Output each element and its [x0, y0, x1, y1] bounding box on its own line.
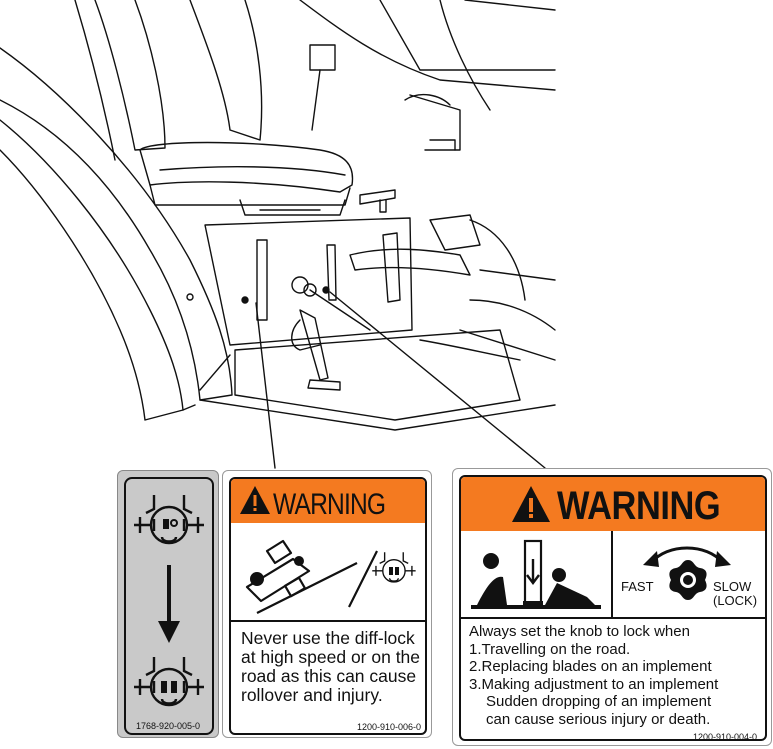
tractor-rollover-icon: [245, 539, 416, 614]
diff-lock-icon: [134, 495, 204, 545]
diff-lock-label-panel: [124, 477, 214, 735]
fast-text: FAST: [621, 579, 654, 594]
divider: [461, 617, 765, 619]
message-line: 1.Travelling on the road.: [469, 640, 631, 658]
message-line: 3.Making adjustment to an implement: [469, 675, 719, 693]
warning-heading: WARNING: [557, 484, 721, 528]
part-number: 1200-910-004-0: [692, 732, 757, 742]
divider: [611, 531, 613, 617]
part-number: 1768-920-005-0: [135, 721, 201, 731]
down-arrow-icon: [158, 565, 180, 643]
message-line: 2.Replacing blades on an implement: [469, 658, 712, 675]
divider: [231, 620, 425, 622]
warning-triangle-icon: [240, 486, 270, 514]
warning-banner: WARNING: [231, 479, 425, 523]
warning-label-panel: WARNING Never use the diff-loc: [229, 477, 427, 735]
slow-text: SLOW: [713, 579, 752, 594]
message-line: Always set the knob to lock when: [469, 623, 690, 640]
rotation-arrow-icon: [643, 546, 731, 567]
message-line: can cause serious injury or death.: [486, 710, 711, 728]
part-number: 1200-910-006-0: [356, 722, 421, 732]
warning-triangle-icon: [512, 486, 550, 522]
seat-knob-warning-message: Always set the knob to lock when 1.Trave…: [469, 623, 765, 728]
diff-lock-label: 1768-920-005-0: [117, 470, 219, 738]
crush-hazard-icon: [471, 539, 601, 609]
seat-knob-warning-label: WARNING FAST SLOW (LOCK) Always se: [452, 468, 772, 746]
lock-text: (LOCK): [713, 593, 758, 608]
message-line: Sudden dropping of an implement: [486, 693, 712, 710]
diff-lock-warning-message: Never use the diff-lock at high speed or…: [241, 628, 421, 705]
diff-lock-engaged-icon: [134, 657, 204, 707]
knob-icon: [669, 560, 707, 600]
warning-banner: WARNING: [461, 477, 765, 531]
warning-label-panel: WARNING FAST SLOW (LOCK) Always se: [459, 475, 767, 741]
warning-heading: WARNING: [273, 488, 386, 521]
seat-area-line-drawing: [0, 0, 556, 469]
diff-lock-warning-label: WARNING Never use the diff-loc: [222, 470, 432, 738]
